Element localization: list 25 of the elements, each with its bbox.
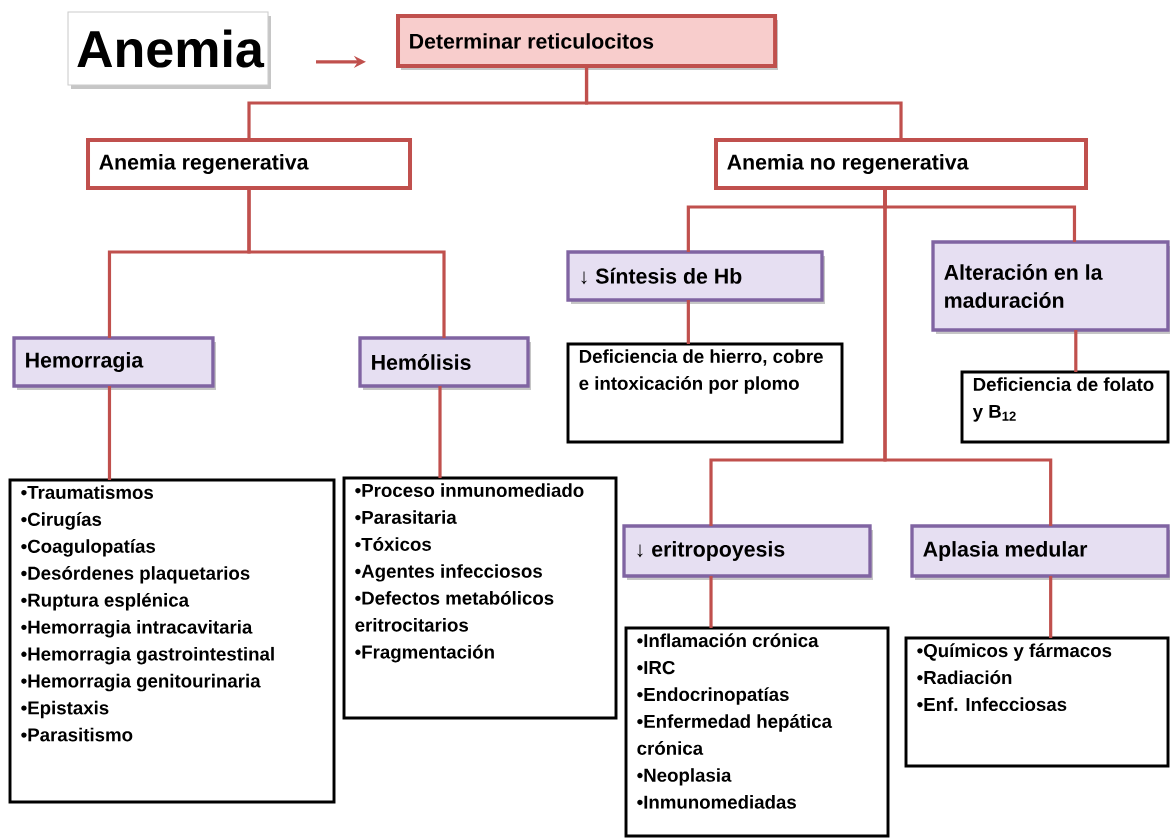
list-box: Deficiencia de folato y B$_{12}$: [960, 370, 1170, 444]
connector-line: [883, 188, 1053, 526]
category-box: Hemorragia: [12, 336, 216, 390]
connector-line: [1049, 576, 1053, 638]
connector-line: [247, 188, 446, 338]
connector-line: [107, 386, 112, 480]
category-box: Alteración en la maduración: [931, 240, 1170, 334]
connector-line: [438, 386, 442, 478]
category-box: ↓ Síntesis de Hb: [566, 250, 825, 304]
category-box: Aplasia medular: [910, 524, 1170, 580]
connector-line: [709, 576, 713, 628]
connector-line: [686, 300, 690, 344]
list-box: •Proceso inmunomediado •Parasitaria •Tóxicos •Agentes infecciosos •Defectos metabólicos eritrocitarios •Fragmentación: [342, 476, 618, 720]
list-box: •Traumatismos •Cirugías •Coagulopatías •Desórdenes plaquetarios •Ruptura esplénica •Hemorragia intracavitaria •Hemorragia gastrointestinal •Hemorragia genitourinaria •Epistaxis •Parasitismo: [8, 478, 336, 804]
list-box: Deficiencia de hierro, cobre e intoxicación por plomo: [566, 342, 844, 444]
category-box: Anemia regenerativa: [86, 138, 412, 190]
connector-line: [1074, 330, 1078, 372]
list-box: •Inflamación crónica •IRC •Endocrinopatías •Enfermedad hepática crónica •Neoplasia •Inmunomediadas: [624, 626, 890, 838]
category-box: ↓ eritropoyesis: [622, 524, 873, 580]
process-box: Determinar reticulocitos: [396, 14, 778, 70]
list-box: •Químicos y fármacos •Radiación •Enf. Infecciosas: [904, 636, 1170, 768]
category-box: Anemia no regenerativa: [714, 138, 1088, 190]
connector-line: [584, 66, 903, 140]
category-box: Hemólisis: [358, 336, 531, 390]
title-box: Anemia: [67, 11, 271, 89]
